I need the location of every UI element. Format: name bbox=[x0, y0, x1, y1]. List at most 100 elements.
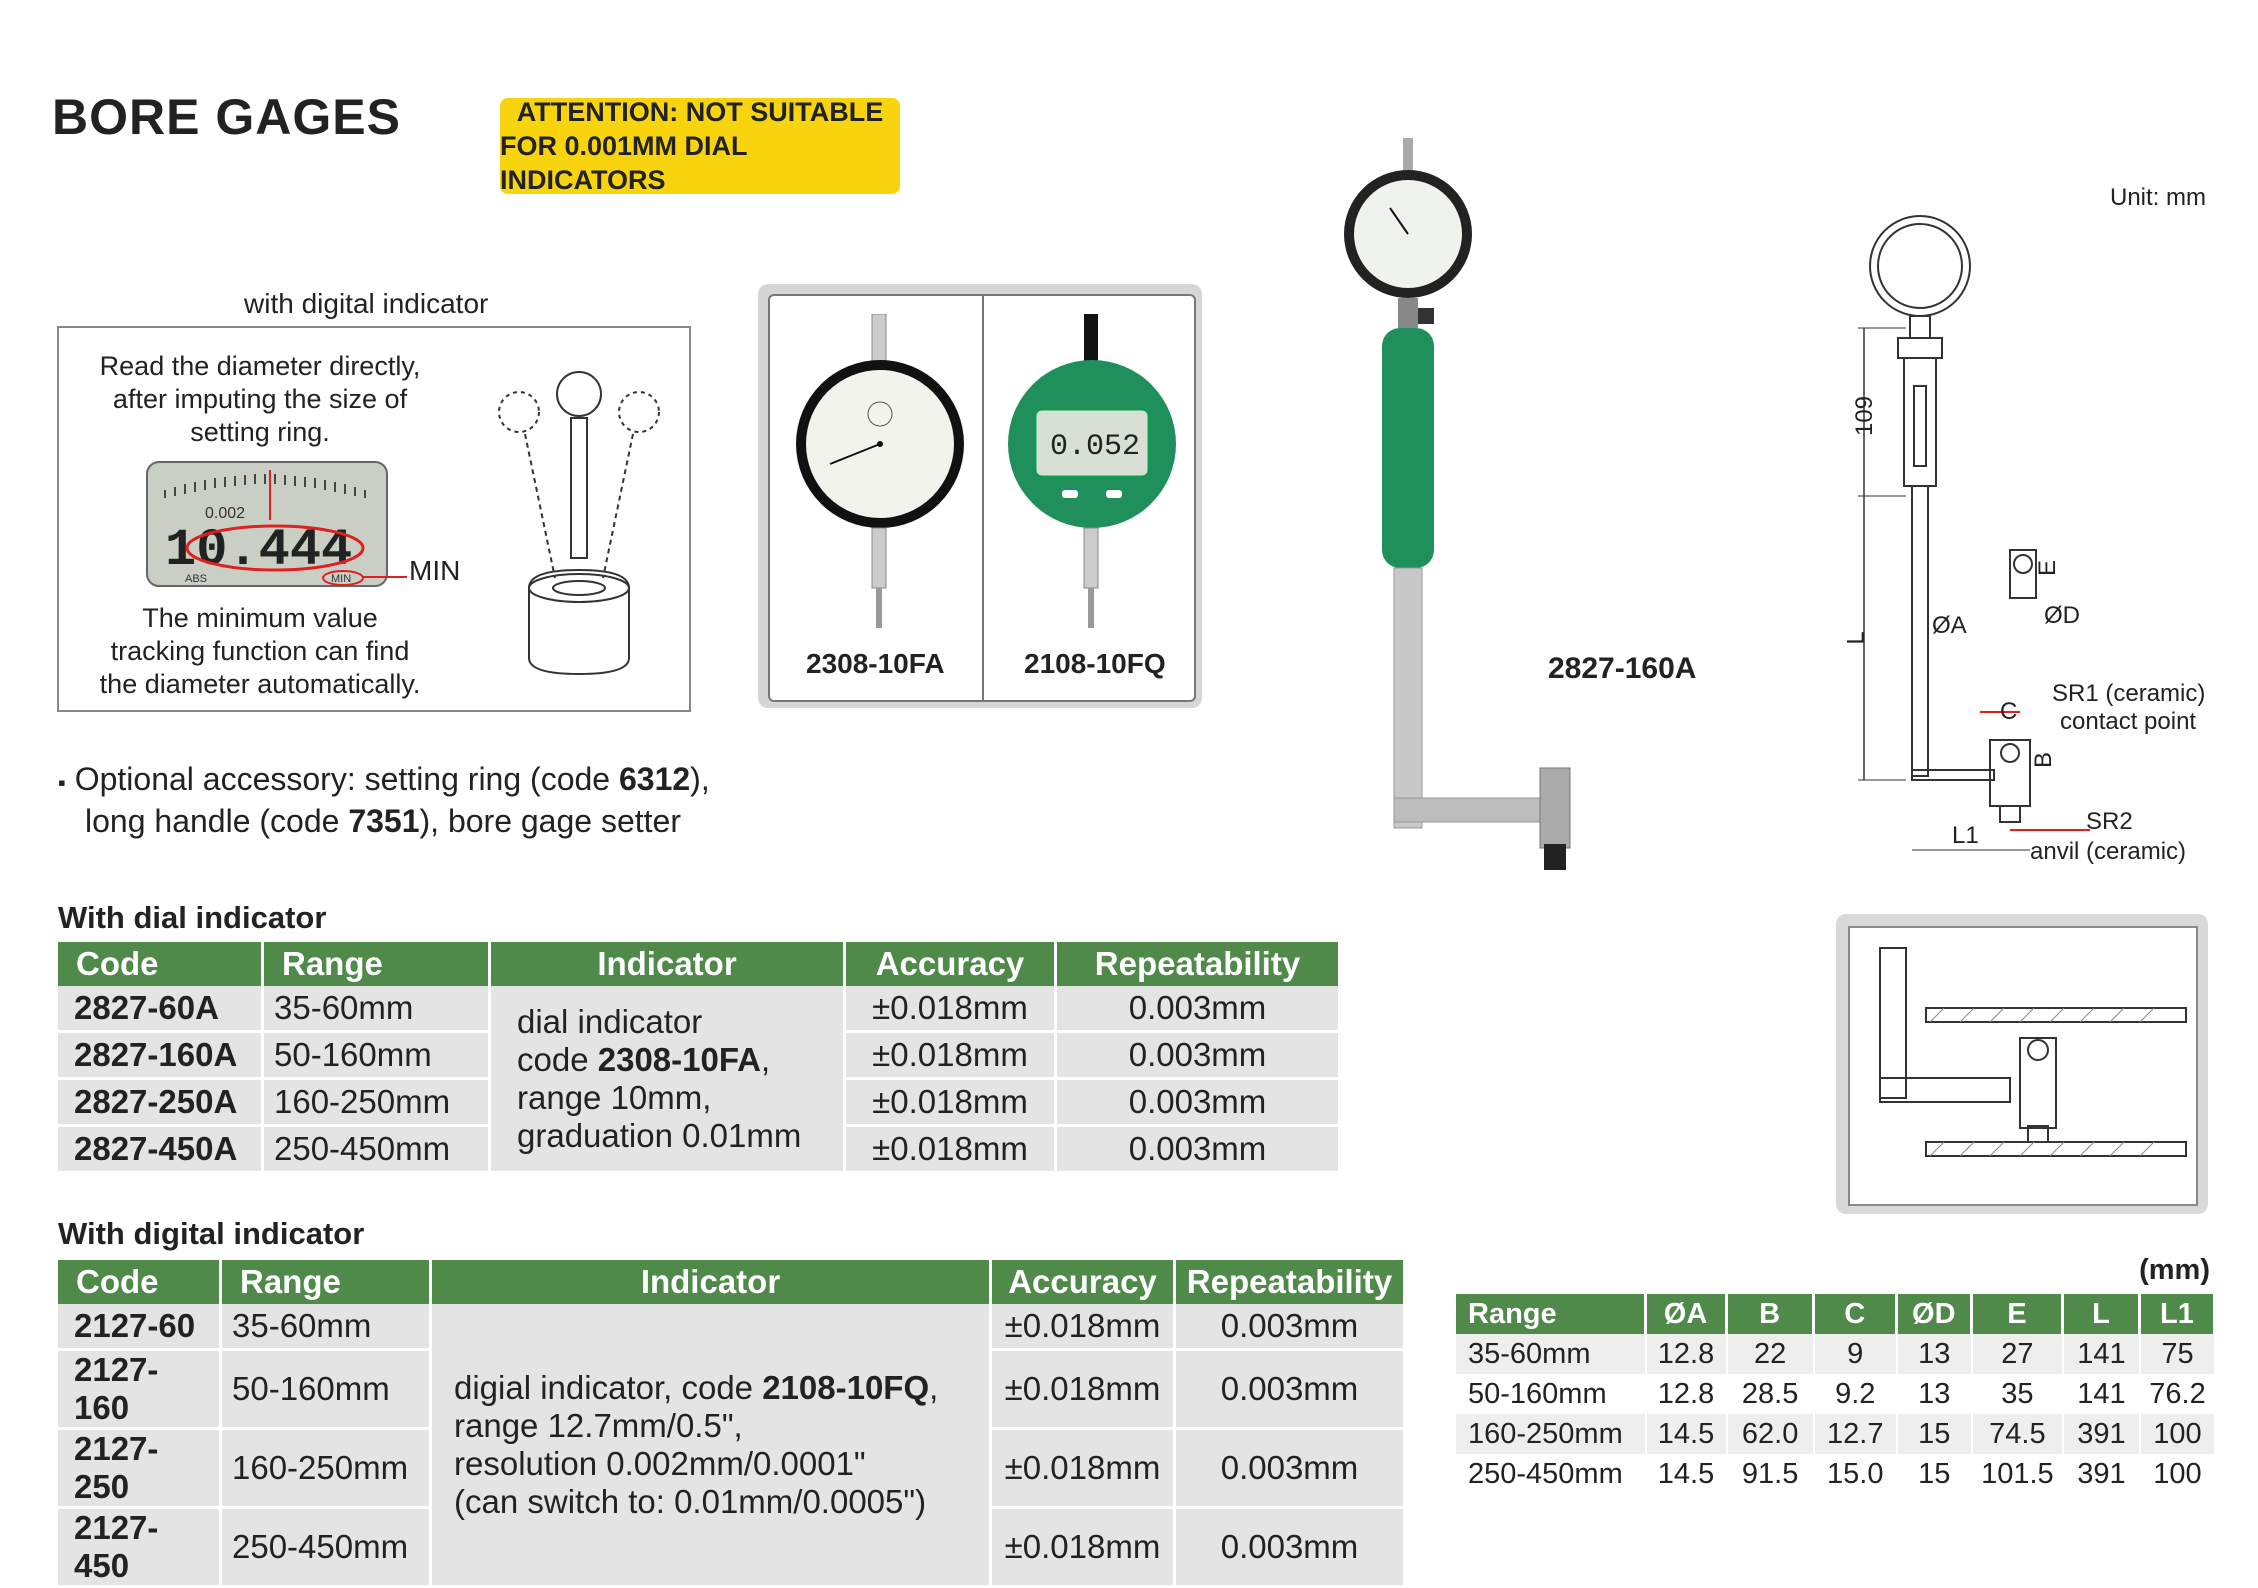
cell-repeatability: 0.003mm bbox=[1176, 1351, 1406, 1430]
cell: 391 bbox=[2063, 1414, 2141, 1454]
cell-accuracy: ±0.018mm bbox=[992, 1351, 1176, 1430]
cell-code: 2127-160 bbox=[58, 1351, 222, 1430]
header-d: ØD bbox=[1897, 1294, 1973, 1334]
cell-range: 50-160mm bbox=[264, 1033, 491, 1080]
text: , bbox=[929, 1368, 939, 1406]
table-header-row: Range ØA B C ØD E L L1 bbox=[1456, 1294, 2216, 1334]
cell-repeatability: 0.003mm bbox=[1176, 1430, 1406, 1509]
digital-indicator-photo: 0.052 bbox=[1008, 314, 1176, 628]
dim-E: E bbox=[2034, 559, 2062, 577]
attention-line-1: ATTENTION: NOT SUITABLE bbox=[516, 97, 884, 127]
table-row: 250-450mm 14.5 91.5 15.0 15 101.5 391 10… bbox=[1456, 1454, 2216, 1494]
text-line: range 12.7mm/0.5", bbox=[454, 1406, 743, 1444]
page-title: BORE GAGES bbox=[52, 89, 401, 145]
cell-code: 2127-250 bbox=[58, 1430, 222, 1509]
cell-range: 250-450mm bbox=[222, 1509, 432, 1588]
cell: 101.5 bbox=[1972, 1454, 2064, 1494]
lcd-display-illustration: 0.002 10.444 ABS MIN bbox=[146, 461, 407, 587]
cell: 100 bbox=[2140, 1454, 2216, 1494]
cell: 15 bbox=[1897, 1454, 1973, 1494]
header-l1: L1 bbox=[2140, 1294, 2216, 1334]
header-l: L bbox=[2063, 1294, 2141, 1334]
cell: 160-250mm bbox=[1456, 1414, 1647, 1454]
table-row: 2127-250 160-250mm ±0.018mm 0.003mm bbox=[58, 1430, 1406, 1509]
cell: 27 bbox=[1972, 1334, 2064, 1374]
lcd-min: MIN bbox=[331, 573, 351, 585]
cell-accuracy: ±0.018mm bbox=[992, 1304, 1176, 1351]
cell-accuracy: ±0.018mm bbox=[846, 1127, 1057, 1174]
digital-text-bottom: The minimum value tracking function can … bbox=[79, 602, 441, 701]
text-line: Read the diameter directly, bbox=[99, 351, 421, 381]
bullet-icon: ▪ bbox=[58, 770, 66, 795]
cell: 12.7 bbox=[1814, 1414, 1898, 1454]
header-c: C bbox=[1814, 1294, 1898, 1334]
cell: 141 bbox=[2063, 1334, 2141, 1374]
cell: 9 bbox=[1814, 1334, 1898, 1374]
text: , bbox=[761, 1040, 771, 1078]
cell: 14.5 bbox=[1646, 1454, 1728, 1494]
table-row: 2827-250A 160-250mm ±0.018mm 0.003mm bbox=[58, 1080, 1341, 1127]
cell: 35-60mm bbox=[1456, 1334, 1647, 1374]
cell-code: 2127-450 bbox=[58, 1509, 222, 1588]
cell: 75 bbox=[2140, 1334, 2216, 1374]
sr2-label: SR2 bbox=[2086, 808, 2133, 835]
bore-gage-photo bbox=[1344, 138, 1571, 870]
cell: 12.8 bbox=[1646, 1374, 1728, 1414]
dial-table-heading: With dial indicator bbox=[58, 900, 327, 935]
indicator-code: 2308-10FA bbox=[597, 1040, 762, 1078]
dimensions-table: Range ØA B C ØD E L L1 35-60mm 12.8 22 9… bbox=[1456, 1294, 2216, 1494]
cell-range: 35-60mm bbox=[222, 1304, 432, 1351]
cell: 22 bbox=[1727, 1334, 1815, 1374]
text: Optional accessory: setting ring (code bbox=[74, 761, 619, 797]
code-7351: 7351 bbox=[348, 803, 420, 839]
text-line: The minimum value bbox=[142, 603, 378, 633]
table-row: 2127-160 50-160mm ±0.018mm 0.003mm bbox=[58, 1351, 1406, 1430]
table-row: 2827-160A 50-160mm ±0.018mm 0.003mm bbox=[58, 1033, 1341, 1080]
cell: 13 bbox=[1897, 1334, 1973, 1374]
code-6312: 6312 bbox=[618, 761, 691, 797]
cell-repeatability: 0.003mm bbox=[1176, 1509, 1406, 1588]
cell-code: 2827-60A bbox=[58, 986, 264, 1033]
cell: 74.5 bbox=[1972, 1414, 2064, 1454]
cell-code: 2827-160A bbox=[58, 1033, 264, 1080]
header-code: Code bbox=[58, 942, 264, 986]
header-repeatability: Repeatability bbox=[1176, 1260, 1406, 1304]
text: ), bbox=[690, 761, 710, 797]
text-line: resolution 0.002mm/0.0001" bbox=[454, 1444, 866, 1482]
cell-repeatability: 0.003mm bbox=[1057, 1080, 1341, 1127]
bore-illustration bbox=[1879, 947, 2187, 1157]
technical-drawing bbox=[1858, 215, 2090, 851]
text-line: setting ring. bbox=[190, 417, 330, 447]
indicator-code: 2108-10FQ bbox=[762, 1368, 930, 1406]
dim-A: ØA bbox=[1932, 612, 1967, 639]
dim-D: ØD bbox=[2044, 602, 2080, 629]
table-row: 2127-60 35-60mm digial indicator, code 2… bbox=[58, 1304, 1406, 1588]
text: code bbox=[517, 1040, 598, 1078]
cell: 100 bbox=[2140, 1414, 2216, 1454]
header-range: Range bbox=[222, 1260, 432, 1304]
cell: 391 bbox=[2063, 1454, 2141, 1494]
cell: 13 bbox=[1897, 1374, 1973, 1414]
table-header-row: Code Range Indicator Accuracy Repeatabil… bbox=[58, 942, 1341, 986]
digital-box-caption: with digital indicator bbox=[244, 288, 489, 319]
header-a: ØA bbox=[1646, 1294, 1728, 1334]
cell-accuracy: ±0.018mm bbox=[992, 1509, 1176, 1588]
optional-accessory: ▪ Optional accessory: setting ring (code… bbox=[58, 760, 710, 840]
cell-accuracy: ±0.018mm bbox=[846, 1033, 1057, 1080]
header-repeatability: Repeatability bbox=[1057, 942, 1341, 986]
header-range: Range bbox=[264, 942, 491, 986]
lcd-small-value: 0.002 bbox=[205, 505, 245, 522]
digital-explanation-box: Read the diameter directly, after imputi… bbox=[57, 326, 691, 712]
lcd-abs: ABS bbox=[185, 573, 207, 585]
indicator-code-2: 2108-10FQ bbox=[1024, 648, 1166, 679]
text-line: digial indicator, code 2108-10FQ, bbox=[454, 1369, 979, 1407]
cell: 15 bbox=[1897, 1414, 1973, 1454]
table-row: 2827-60A 35-60mm dial indicator code 230… bbox=[58, 986, 1341, 1174]
indicators-box: 0.052 2308-10FA 2108-10FQ bbox=[758, 284, 1202, 708]
table-row: 160-250mm 14.5 62.0 12.7 15 74.5 391 100 bbox=[1456, 1414, 2216, 1454]
cell-code: 2827-250A bbox=[58, 1080, 264, 1127]
text-line: (can switch to: 0.01mm/0.0005") bbox=[454, 1482, 927, 1520]
text-line: the diameter automatically. bbox=[99, 669, 421, 699]
attention-badge: ATTENTION: NOT SUITABLE FOR 0.001MM DIAL… bbox=[500, 97, 900, 195]
text-line: dial indicator bbox=[517, 1002, 703, 1040]
